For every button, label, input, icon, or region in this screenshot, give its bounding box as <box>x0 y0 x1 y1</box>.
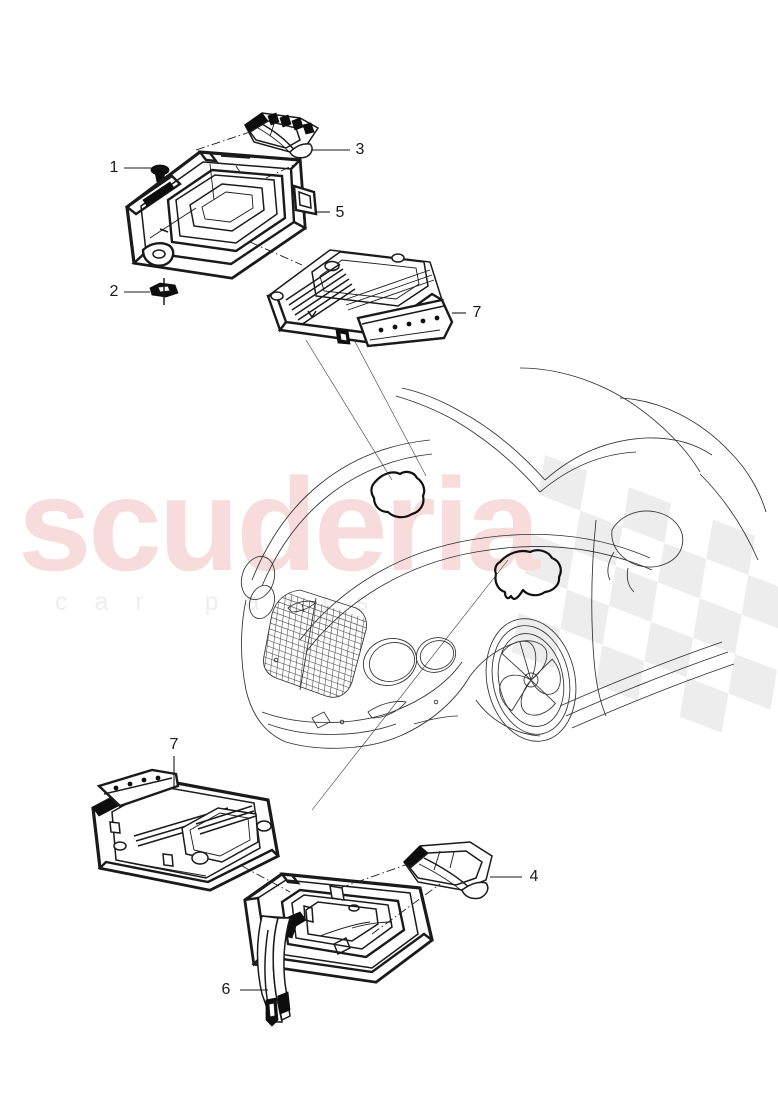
part-5-control-unit-carrier-tray <box>124 150 318 280</box>
callout-number-1: 1 <box>110 159 119 176</box>
lower-carrier-tray <box>243 872 434 984</box>
checkered-flag-icon <box>511 455 778 733</box>
callout-number-2: 2 <box>110 283 119 300</box>
front-wheel <box>485 618 577 742</box>
callout-number-6: 6 <box>222 981 231 998</box>
bottom-assembly-alignment-lines <box>241 863 441 935</box>
callout-number-4: 4 <box>530 868 539 885</box>
part-4-lower-retaining-bracket <box>403 841 493 900</box>
part-2-retaining-clip-nut <box>149 278 179 305</box>
callout-number-5: 5 <box>336 204 345 221</box>
watermark-group: scuderia car parts <box>18 451 778 733</box>
part-7-engine-control-unit-upper <box>266 249 454 348</box>
ecu-location-upper-marker <box>370 470 426 519</box>
part-6-retaining-strap-clip <box>256 915 292 1027</box>
part-3-upper-retaining-bracket <box>244 112 320 159</box>
watermark-primary-text: scuderia <box>18 451 542 598</box>
callout-number-7-upper: 7 <box>473 304 482 321</box>
top-assembly-alignment-lines <box>195 131 303 266</box>
ecu-location-lower-marker <box>494 549 562 600</box>
part-7-engine-control-unit-lower <box>91 768 281 892</box>
callout-number-7-lower: 7 <box>170 736 179 753</box>
callout-number-3: 3 <box>356 141 365 158</box>
assembly-leader-lines <box>305 335 509 811</box>
callout-numbers-group: 1 2 3 5 7 7 4 6 <box>110 141 539 998</box>
